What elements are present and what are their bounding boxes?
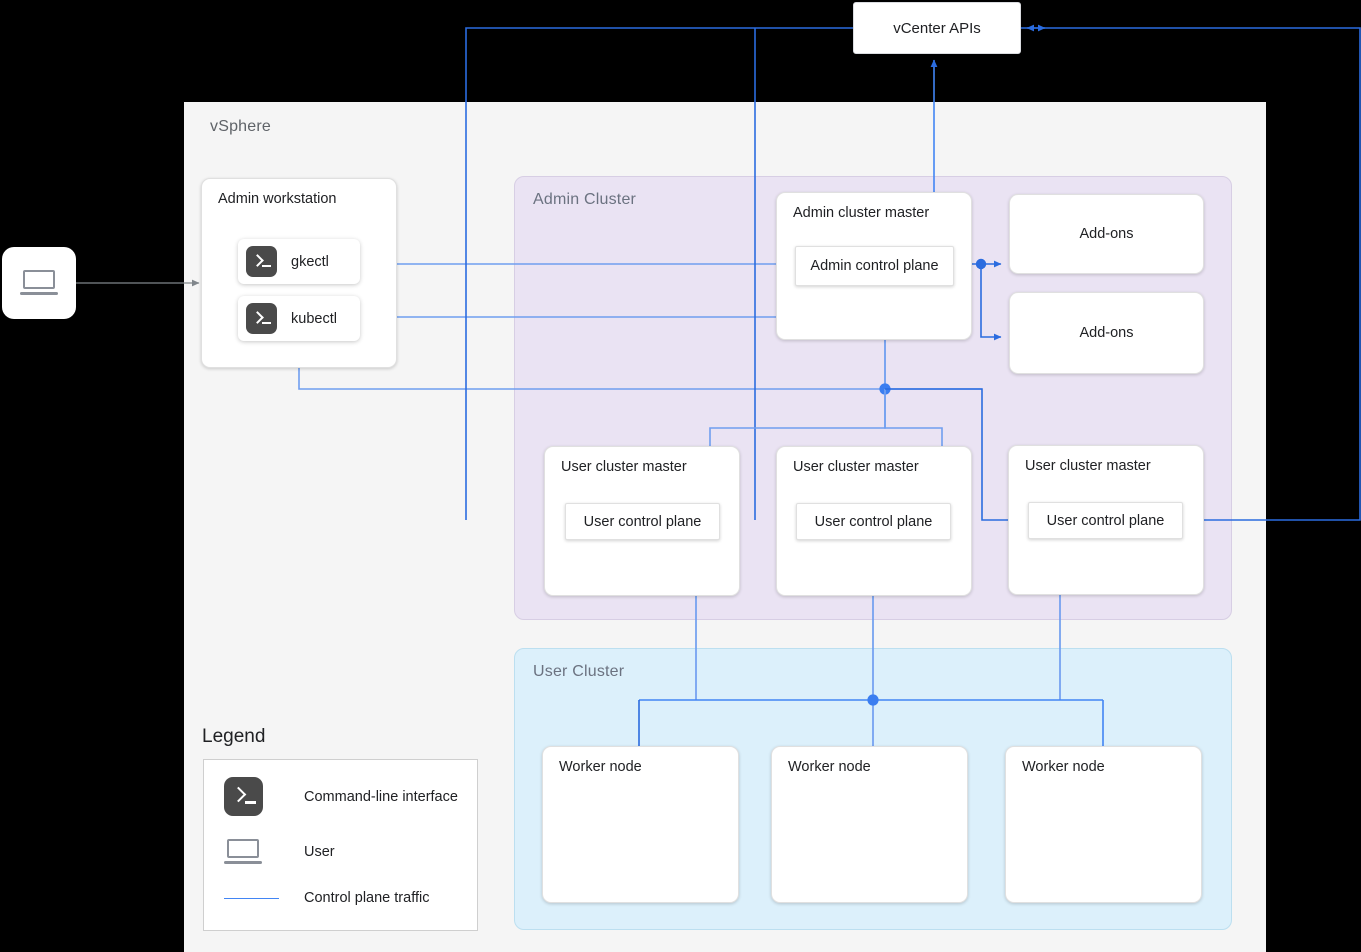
user-control-plane-label-1: User control plane xyxy=(583,513,702,530)
user-cluster-master-title-2: User cluster master xyxy=(793,459,919,475)
admin-cluster-master-title: Admin cluster master xyxy=(793,205,930,221)
legend-item-cli-label: Command-line interface xyxy=(304,788,458,805)
cli-chip-kubectl[interactable]: kubectl xyxy=(238,296,360,341)
addons-label-1: Add-ons xyxy=(1079,226,1134,242)
addons-node-2[interactable]: Add-ons xyxy=(1009,292,1204,374)
user-control-plane-label-2: User control plane xyxy=(814,513,933,530)
laptop-icon xyxy=(224,838,263,866)
legend-item-traffic: Control plane traffic xyxy=(224,890,429,906)
addons-label-2: Add-ons xyxy=(1079,325,1134,341)
terminal-icon xyxy=(246,246,277,277)
legend-title: Legend xyxy=(202,726,266,747)
cli-chip-gkectl-label: gkectl xyxy=(291,253,329,270)
user-control-plane-node-2[interactable]: User control plane xyxy=(796,503,951,540)
legend-box: Command-line interface User Control plan… xyxy=(203,759,478,931)
user-cluster-label: User Cluster xyxy=(533,663,625,680)
worker-node-title-3: Worker node xyxy=(1022,759,1105,775)
legend-item-user-label: User xyxy=(304,844,335,860)
vcenter-apis-node[interactable]: vCenter APIs xyxy=(853,2,1021,54)
worker-node-1[interactable]: Worker node xyxy=(542,746,739,903)
line-swatch-icon xyxy=(224,897,279,899)
legend-item-traffic-label: Control plane traffic xyxy=(304,890,430,906)
terminal-icon xyxy=(246,303,277,334)
cli-chip-kubectl-label: kubectl xyxy=(291,310,337,327)
worker-node-3[interactable]: Worker node xyxy=(1005,746,1202,903)
user-control-plane-node-1[interactable]: User control plane xyxy=(565,503,720,540)
addons-node-1[interactable]: Add-ons xyxy=(1009,194,1204,274)
admin-control-plane-node[interactable]: Admin control plane xyxy=(795,246,954,286)
laptop-icon xyxy=(20,270,58,296)
user-control-plane-node-3[interactable]: User control plane xyxy=(1028,502,1183,539)
legend-item-cli: Command-line interface xyxy=(224,777,458,816)
legend-item-user: User xyxy=(224,838,335,866)
worker-node-title-2: Worker node xyxy=(788,759,871,775)
user-node[interactable] xyxy=(2,247,76,319)
cli-chip-gkectl[interactable]: gkectl xyxy=(238,239,360,284)
terminal-icon xyxy=(224,777,263,816)
admin-cluster-label: Admin Cluster xyxy=(533,191,637,208)
worker-node-2[interactable]: Worker node xyxy=(771,746,968,903)
user-control-plane-label-3: User control plane xyxy=(1046,512,1165,529)
admin-workstation-title: Admin workstation xyxy=(218,191,337,207)
vcenter-apis-label: vCenter APIs xyxy=(893,19,981,37)
admin-control-plane-label: Admin control plane xyxy=(810,258,939,274)
user-cluster-master-title-3: User cluster master xyxy=(1025,458,1151,474)
vsphere-label: vSphere xyxy=(210,118,271,135)
worker-node-title-1: Worker node xyxy=(559,759,642,775)
user-cluster-master-title-1: User cluster master xyxy=(561,459,687,475)
